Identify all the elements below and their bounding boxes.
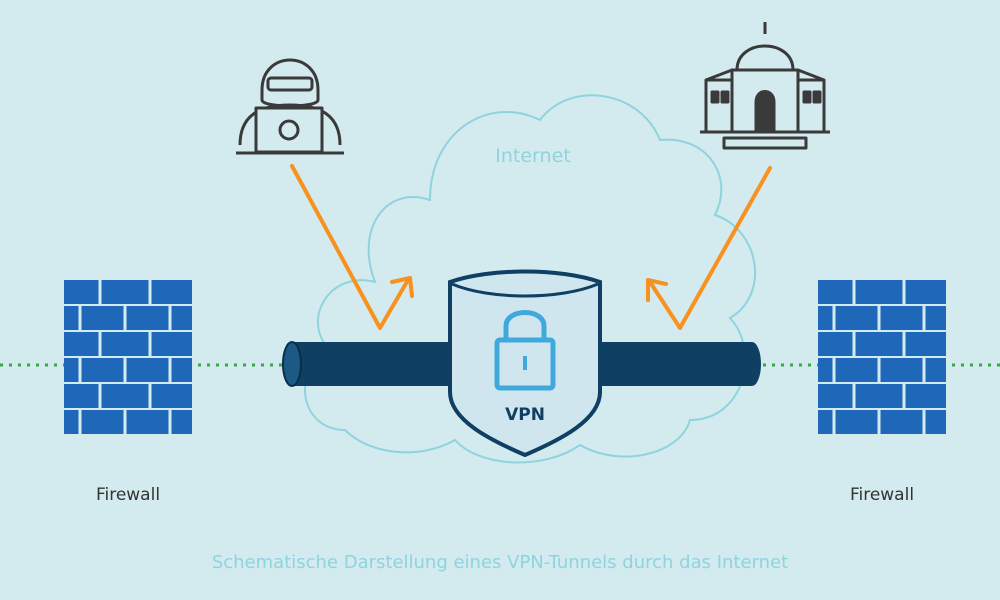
- cloud-label: Internet: [495, 145, 570, 167]
- firewall-right: [818, 280, 946, 434]
- firewall-left: [64, 280, 192, 434]
- arrow-left: [290, 164, 414, 330]
- shield-label: VPN: [505, 405, 545, 425]
- government-building-icon: [700, 22, 830, 150]
- hacker-icon: [236, 58, 344, 155]
- internet-cloud: [304, 94, 756, 464]
- firewall-left-label: Firewall: [96, 485, 160, 505]
- arrow-right: [646, 166, 772, 330]
- diagram-caption: Schematische Darstellung eines VPN-Tunne…: [212, 552, 788, 573]
- firewall-right-label: Firewall: [850, 485, 914, 505]
- padlock-icon: [494, 310, 556, 391]
